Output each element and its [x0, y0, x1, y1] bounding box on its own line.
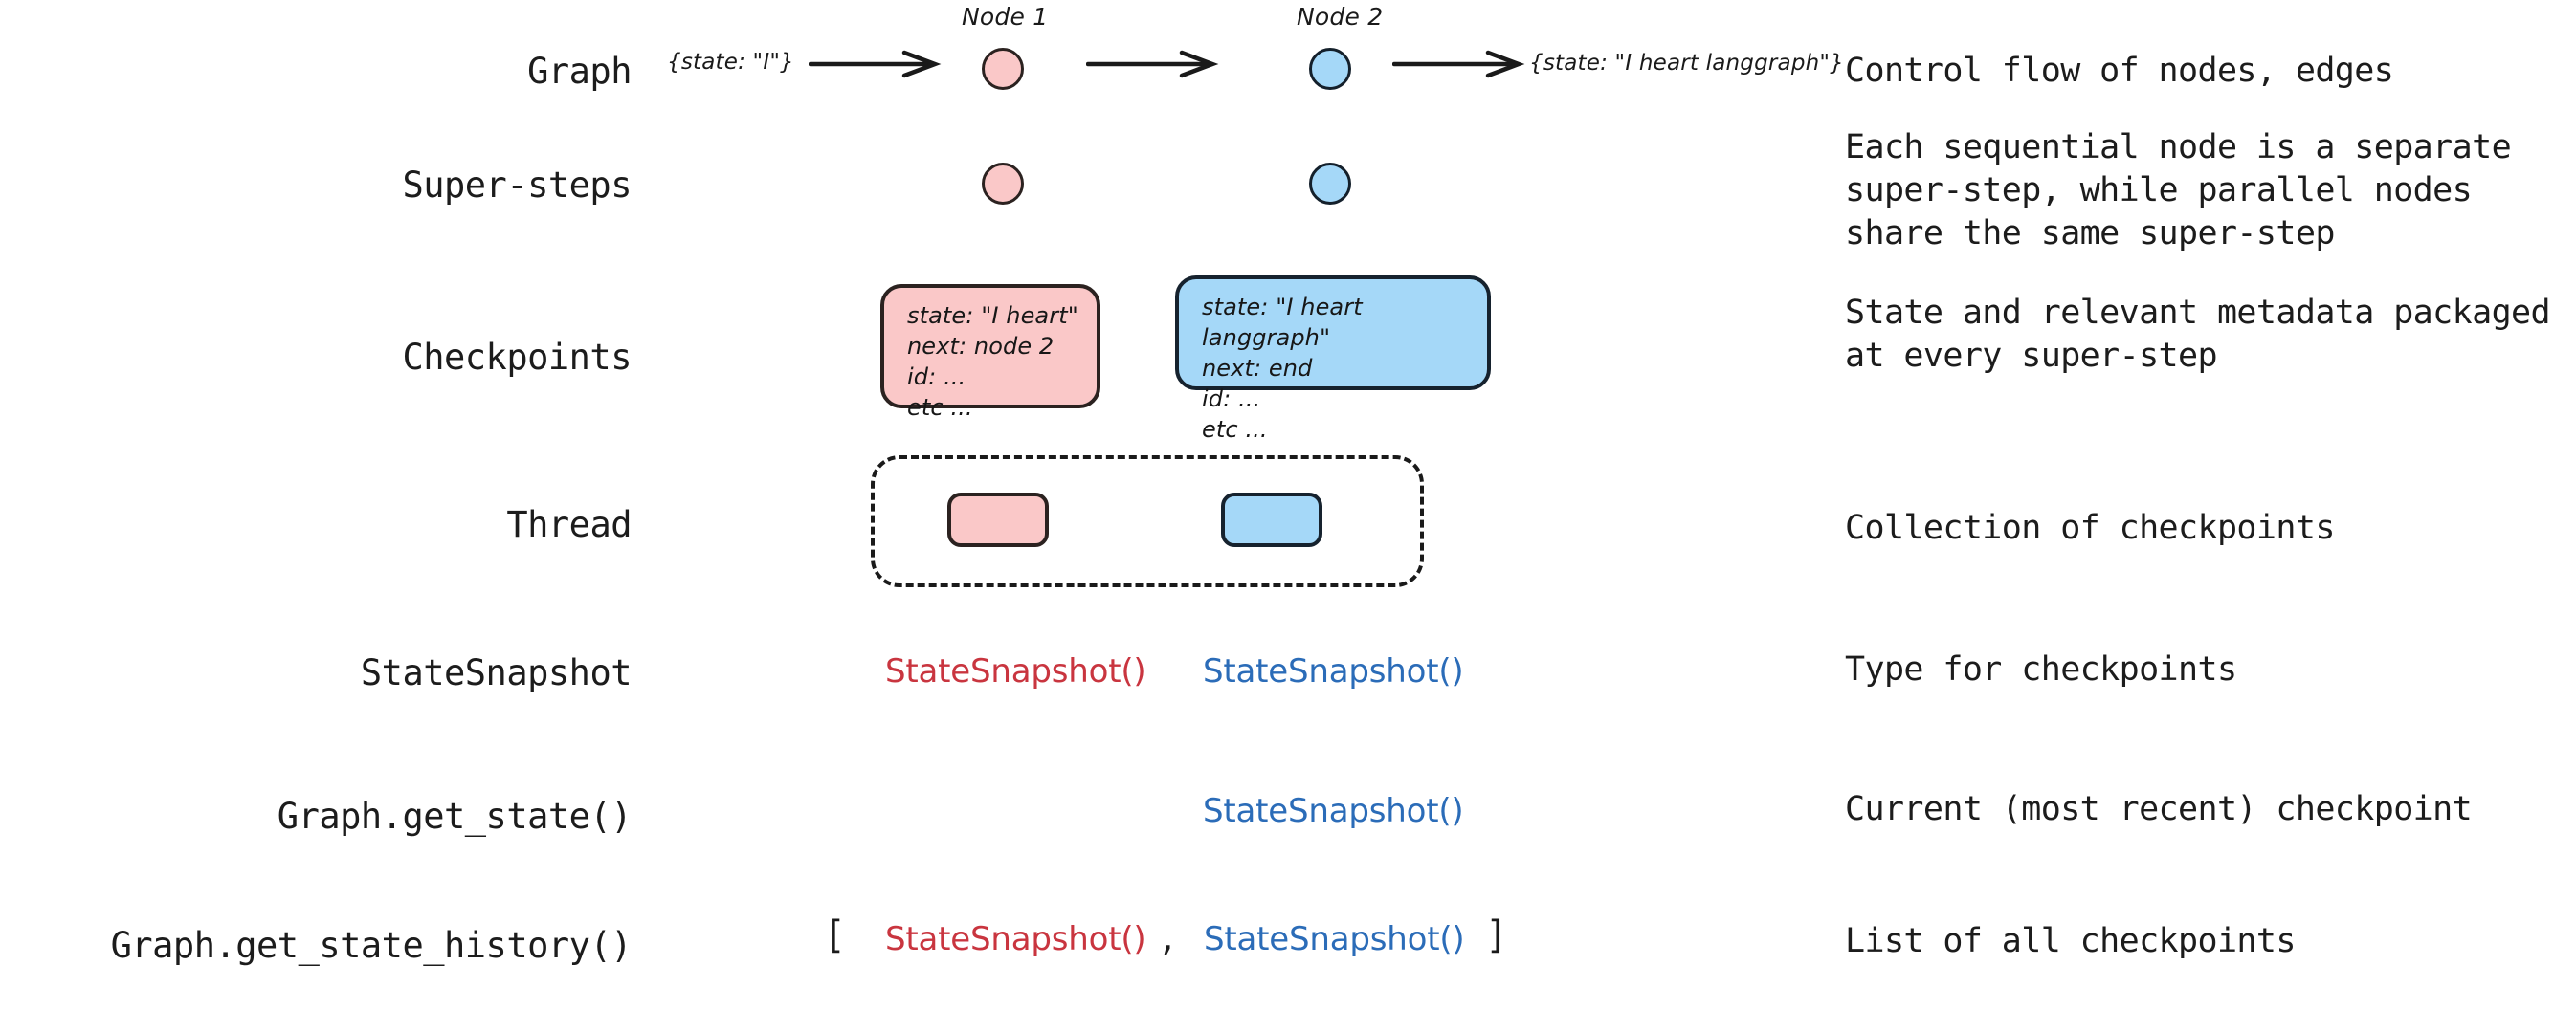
history-open-bracket: [	[823, 913, 847, 957]
graph-node-1-circle	[982, 48, 1024, 90]
graph-edge-arrow-1	[809, 50, 942, 78]
node-1-label: Node 1	[962, 3, 1049, 31]
graph-output-state-annotation: {state: "I heart langgraph"}	[1529, 51, 1845, 76]
statesnapshot-token-red: StateSnapshot()	[885, 652, 1146, 691]
checkpoint-card-pink: state: "I heart" next: node 2 id: ... et…	[880, 284, 1100, 421]
get-state-snapshot-token: StateSnapshot()	[1203, 792, 1464, 830]
thread-checkpoint-blue	[1221, 493, 1322, 547]
thread-checkpoint-pink	[947, 493, 1049, 547]
history-snapshot-token-blue: StateSnapshot()	[1204, 920, 1465, 958]
history-snapshot-token-red: StateSnapshot()	[885, 920, 1146, 958]
row-description-super-steps: Each sequential node is a separate super…	[1845, 128, 2512, 252]
row-label-graph-get-state: Graph.get_state()	[277, 796, 633, 837]
graph-edge-arrow-2	[1086, 50, 1219, 78]
row-description-thread: Collection of checkpoints	[1845, 509, 2335, 547]
row-description-statesnapshot: Type for checkpoints	[1845, 650, 2237, 689]
row-label-thread: Thread	[506, 504, 632, 545]
graph-input-state-annotation: {state: "I"}	[667, 50, 794, 75]
row-label-super-steps: Super-steps	[402, 165, 632, 206]
row-label-statesnapshot: StateSnapshot	[360, 652, 633, 693]
history-close-bracket: ]	[1485, 913, 1509, 957]
thread-container	[871, 455, 1424, 587]
row-description-checkpoints: State and relevant metadata packaged at …	[1845, 294, 2551, 375]
history-separator-comma: ,	[1158, 920, 1178, 958]
super-step-node-2-circle	[1309, 163, 1351, 205]
checkpoint-card-pink-text: state: "I heart" next: node 2 id: ... et…	[907, 302, 1078, 421]
graph-node-2-circle	[1309, 48, 1351, 90]
super-step-node-1-circle	[982, 163, 1024, 205]
row-description-graph: Control flow of nodes, edges	[1845, 52, 2394, 90]
row-label-checkpoints: Checkpoints	[402, 337, 632, 378]
row-label-graph-get-state-history: Graph.get_state_history()	[110, 925, 633, 966]
statesnapshot-token-blue: StateSnapshot()	[1203, 652, 1464, 691]
row-description-get-state: Current (most recent) checkpoint	[1845, 790, 2473, 828]
graph-edge-arrow-3	[1392, 50, 1525, 78]
row-description-get-state-history: List of all checkpoints	[1845, 922, 2296, 960]
checkpoint-card-blue-text: state: "I heart langgraph" next: end id:…	[1202, 294, 1363, 443]
checkpoint-card-blue: state: "I heart langgraph" next: end id:…	[1175, 275, 1491, 443]
row-label-graph: Graph	[527, 51, 632, 92]
node-2-label: Node 2	[1297, 3, 1384, 31]
